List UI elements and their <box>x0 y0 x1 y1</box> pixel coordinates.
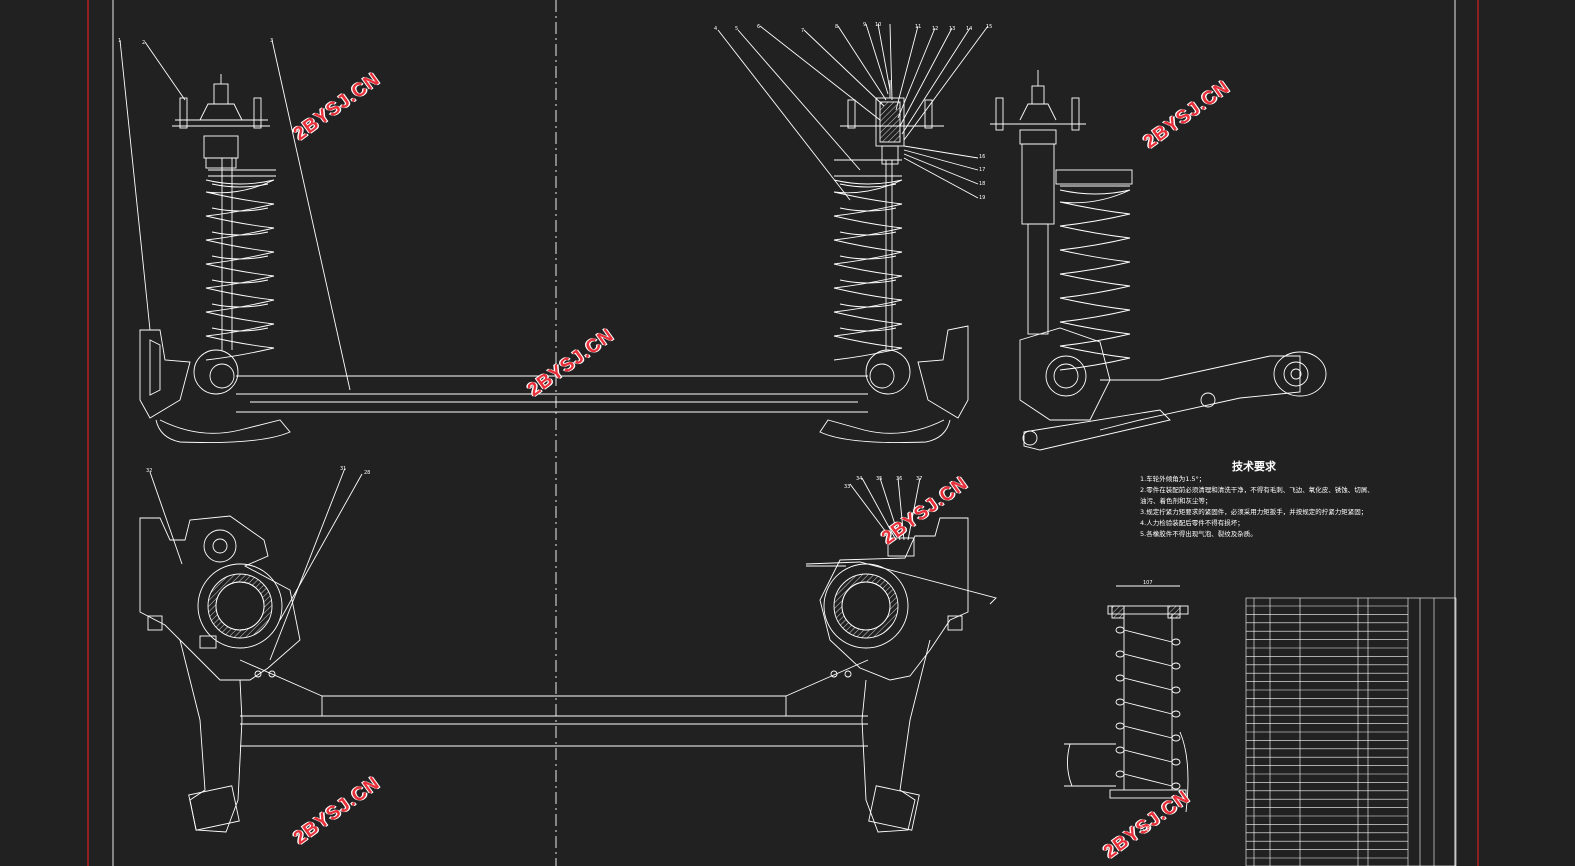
svg-text:107: 107 <box>1143 580 1153 586</box>
svg-text:15: 15 <box>986 24 992 30</box>
svg-text:5: 5 <box>735 26 738 32</box>
svg-text:1: 1 <box>118 38 121 44</box>
svg-text:37: 37 <box>916 476 922 482</box>
svg-text:9: 9 <box>863 22 866 28</box>
tech-requirement-item: 1.车轮外倾角为1.5°； <box>1140 475 1206 483</box>
side-view <box>990 70 1327 451</box>
svg-text:28: 28 <box>364 470 370 476</box>
svg-text:6: 6 <box>757 24 760 30</box>
svg-text:18: 18 <box>979 181 985 187</box>
svg-text:13: 13 <box>949 26 955 32</box>
tech-requirement-item: 油污、着色剂和灰尘等； <box>1140 497 1212 505</box>
bom-table <box>1245 597 1457 866</box>
tech-requirement-item: 2.零件在装配前必须清理和清洗干净，不得有毛刺、飞边、氧化皮、锈蚀、切屑、 <box>1140 486 1374 494</box>
tech-requirements-title: 技术要求 <box>1232 460 1276 473</box>
svg-text:14: 14 <box>966 26 972 32</box>
svg-text:8: 8 <box>835 24 838 30</box>
svg-text:16: 16 <box>979 154 985 160</box>
tech-requirement-item: 4.人力检验装配后零件不得有损坏； <box>1140 519 1244 527</box>
svg-text:2: 2 <box>142 40 145 46</box>
bottom-view <box>139 467 997 833</box>
tech-requirement-item: 3.规定拧紧力矩要求的紧固件，必须采用力矩扳手，并按规定的拧紧力矩紧固； <box>1140 508 1368 516</box>
svg-text:12: 12 <box>932 26 938 32</box>
svg-text:32: 32 <box>146 468 152 474</box>
svg-text:31: 31 <box>340 466 346 472</box>
top-front-view <box>119 23 989 444</box>
svg-text:17: 17 <box>979 167 985 173</box>
svg-text:3: 3 <box>270 38 273 44</box>
svg-text:19: 19 <box>979 195 985 201</box>
svg-text:7: 7 <box>801 28 804 34</box>
svg-text:36: 36 <box>896 476 902 482</box>
svg-text:33: 33 <box>844 484 850 490</box>
svg-text:11: 11 <box>915 24 921 30</box>
svg-text:4: 4 <box>714 26 717 32</box>
section-view-label: B-B <box>1140 826 1151 833</box>
svg-text:35: 35 <box>876 476 882 482</box>
svg-text:10: 10 <box>875 22 881 28</box>
tech-requirement-item: 5.各橡胶件不得出现气泡、裂纹及杂质。 <box>1140 530 1257 538</box>
svg-text:34: 34 <box>856 476 862 482</box>
section-bb <box>1064 585 1189 813</box>
tech-requirements-list: 1.车轮外倾角为1.5°； 2.零件在装配前必须清理和清洗干净，不得有毛刺、飞边… <box>1140 474 1380 540</box>
